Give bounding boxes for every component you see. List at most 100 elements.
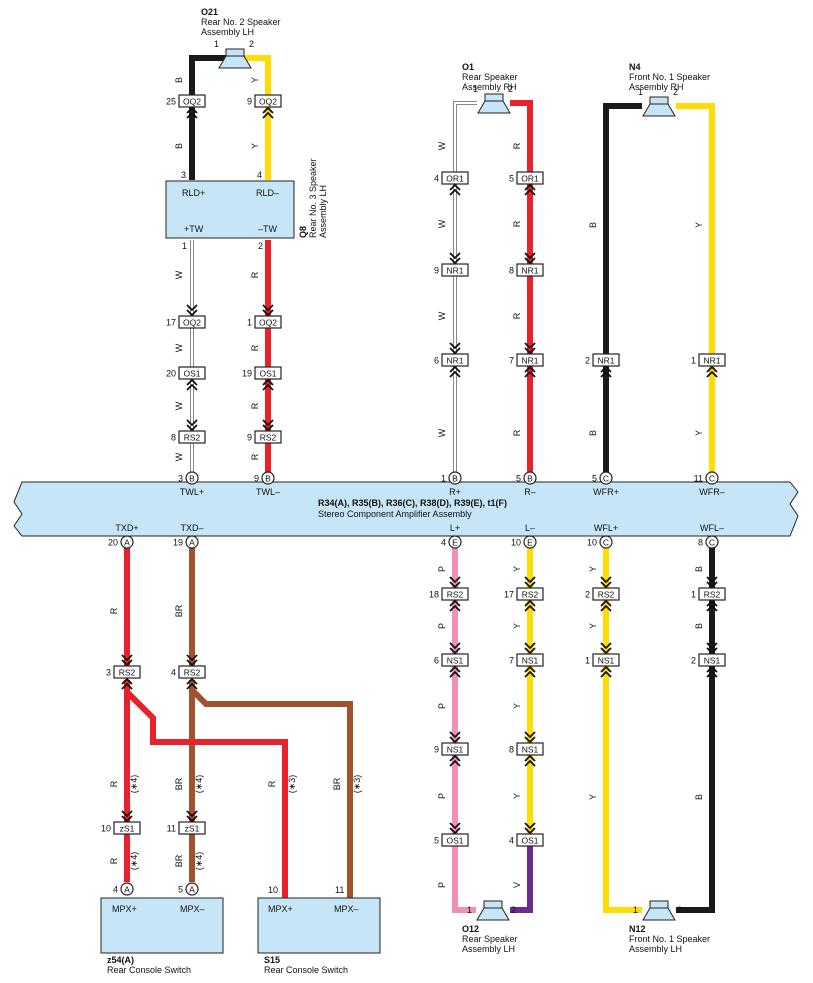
terminal-name: WFR– xyxy=(699,487,725,497)
connector-code: NS1 xyxy=(522,656,539,666)
wire-color-label: (∗4) xyxy=(129,852,139,871)
chevron-up-icon xyxy=(449,665,461,678)
s15-name: Rear Console Switch xyxy=(264,965,348,975)
wire-color-label: W xyxy=(437,141,447,150)
wire-n4-yellow xyxy=(676,103,715,478)
wire-color-label: BR xyxy=(174,777,184,790)
connector-code: OQ2 xyxy=(183,318,201,328)
q8-rld-plus: RLD+ xyxy=(182,188,205,198)
chevron-up-icon xyxy=(186,378,198,391)
wire-color-label: Y xyxy=(512,566,522,572)
connector-code: NR1 xyxy=(521,356,538,366)
connector-code: NR1 xyxy=(446,356,463,366)
wire-color-label: Y xyxy=(512,623,522,629)
connector-pin: 6 xyxy=(434,656,439,666)
wire-color-label: B xyxy=(588,222,598,228)
wire-color-label: Y xyxy=(250,77,260,83)
s15-mpx-plus: MPX+ xyxy=(268,904,293,914)
speaker-o12-pin1: 1 xyxy=(467,905,472,915)
speaker-o12-id: O12 xyxy=(462,924,479,934)
speaker-n12-id: N12 xyxy=(629,924,646,934)
speaker-o1-id: O1 xyxy=(462,62,474,72)
wire-color-label: B xyxy=(174,77,184,83)
wire-wfl-minus-black xyxy=(676,548,715,913)
wire-color-label: P xyxy=(437,623,447,629)
chevron-down-icon xyxy=(600,642,612,655)
connector-pin: 7 xyxy=(509,356,514,366)
connector-code: NS1 xyxy=(447,656,464,666)
wire-color-label: (∗3) xyxy=(352,775,362,794)
wire-color-label: Y xyxy=(512,793,522,799)
chevron-up-icon xyxy=(262,106,274,119)
chevron-up-icon xyxy=(186,677,198,690)
terminal-pin: 3 xyxy=(178,474,183,484)
connector-pin: 1 xyxy=(247,318,252,328)
connector-pin: 5 xyxy=(509,174,514,184)
switch-terminal: A5 xyxy=(178,882,199,896)
amplifier-panel: R34(A), R35(B), R36(C), R38(D), R39(E), … xyxy=(13,481,799,537)
q8-pin3: 3 xyxy=(181,170,186,180)
q8-speaker-box: RLD+ RLD– +TW –TW 3 4 1 2 Q8 Rear No. 3 … xyxy=(165,158,328,251)
terminal-pin: 9 xyxy=(254,474,259,484)
connector-code: NR1 xyxy=(446,266,463,276)
chevron-up-icon xyxy=(706,599,718,612)
wire-color-label: B xyxy=(588,430,598,436)
connector-code: NS1 xyxy=(522,745,539,755)
chevron-up-icon xyxy=(449,365,461,378)
wire-color-label: (∗4) xyxy=(129,775,139,794)
wire-wfl-plus-yellow xyxy=(603,548,642,913)
connector-pin: 9 xyxy=(434,745,439,755)
speaker-o12-name2: Assembly LH xyxy=(462,944,515,954)
connector-ns1: NS1 8 xyxy=(509,742,544,756)
s15-id: S15 xyxy=(264,955,280,965)
connector-code: OR1 xyxy=(446,174,464,184)
z54-mpx-plus: MPX+ xyxy=(112,904,137,914)
terminal-letter: E xyxy=(452,538,458,548)
chevron-up-icon xyxy=(524,665,536,678)
connector-pin: 8 xyxy=(509,745,514,755)
chevron-down-icon xyxy=(449,642,461,655)
q8-tw-plus: +TW xyxy=(184,224,204,234)
terminal-pin: 10 xyxy=(511,538,521,548)
q8-name1: Rear No. 3 Speaker xyxy=(308,158,318,238)
amplifier-title: R34(A), R35(B), R36(C), R38(D), R39(E), … xyxy=(318,498,507,508)
chevron-down-icon xyxy=(524,642,536,655)
speaker-o21-name1: Rear No. 2 Speaker xyxy=(201,17,281,27)
amplifier-subtitle: Stereo Component Amplifier Assembly xyxy=(318,509,472,519)
wire-color-label: BR xyxy=(332,777,342,790)
chevron-up-icon xyxy=(600,665,612,678)
terminal-letter: A xyxy=(124,885,130,895)
chevron-down-icon xyxy=(449,252,461,265)
terminal-pin: 5 xyxy=(178,885,183,895)
wire-color-label: B xyxy=(694,566,704,572)
connector-code: OS1 xyxy=(259,369,276,379)
wire-color-label: R xyxy=(512,220,522,227)
speaker-o21-pin2: 2 xyxy=(249,39,254,49)
wire-color-label: Y xyxy=(694,430,704,436)
terminal-pin: 5 xyxy=(516,474,521,484)
wire-color-label: R xyxy=(512,429,522,436)
wire-l-plus-pink xyxy=(452,548,476,913)
chevron-down-icon xyxy=(449,576,461,589)
wire-color-label: R xyxy=(109,607,119,614)
wire-color-label: Y xyxy=(588,794,598,800)
wire-color-label: P xyxy=(437,793,447,799)
connector-code: RS2 xyxy=(598,590,615,600)
terminal-letter: B xyxy=(527,474,533,484)
q8-id: Q8 xyxy=(298,226,308,238)
wire-color-label: V xyxy=(512,882,522,888)
wire-color-label: W xyxy=(437,219,447,228)
